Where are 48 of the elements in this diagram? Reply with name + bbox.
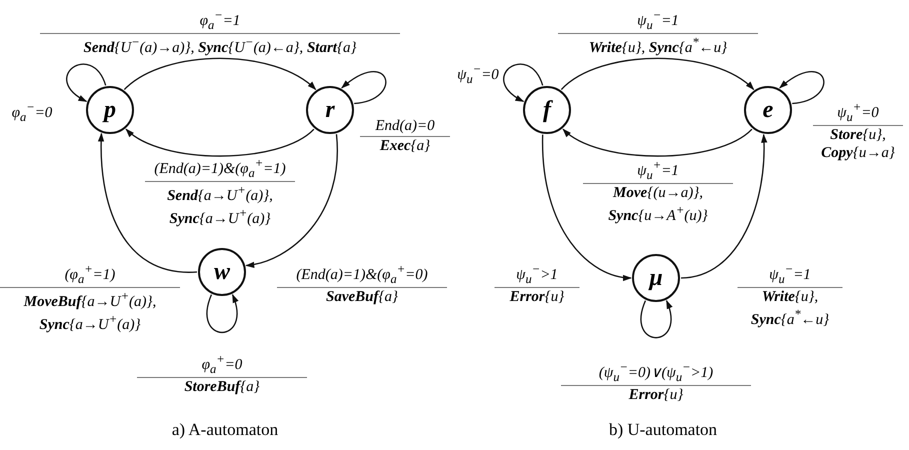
action-label: Exec{a}	[378, 137, 432, 156]
self-loop-arrow	[341, 71, 386, 104]
edge-label: ψ$_{u}$$^{+}$=1	[583, 158, 733, 184]
edge-label: ψ$_{u}$$^{−}$>1	[494, 262, 580, 288]
action-label: Send{U$^{−}$(a)→a)}, Sync{U$^{−}$(a)←a}, Start{a}	[82, 34, 358, 58]
edge-label: End(a)=0	[360, 118, 450, 138]
edge-label: ψ$_{u}$$^{−}$=1	[738, 262, 842, 288]
state-circle: e	[744, 86, 792, 134]
edge-label: ψ$_{u}$$^{+}$=0	[813, 100, 903, 126]
edge-label: φ$_{a}$$^{−}$=1	[40, 8, 400, 34]
state-circle: w	[198, 248, 246, 296]
self-loop-arrow	[503, 64, 544, 102]
state-circle: r	[306, 86, 354, 134]
edge-label: (End(a)=1)&(φ$_{a}$$^{+}$=0)	[277, 262, 447, 288]
action-label: SaveBuf{a}	[325, 288, 399, 307]
edge-label: (End(a)=1)&(φ$_{a}$$^{+}$=1)	[145, 156, 295, 182]
edge-label: φ$_{a}$$^{−}$=0	[10, 100, 54, 126]
edge-label: (φ$_{a}$$^{+}$=1)	[0, 262, 180, 288]
self-loop-arrow	[66, 64, 106, 102]
caption: b) U-automaton	[608, 420, 718, 440]
action-label: MoveBuf{a→U$^{+}$(a)}, Sync{a→U$^{+}$(a)}	[22, 288, 158, 334]
caption: a) A-automaton	[172, 420, 278, 440]
action-label: Store{u}, Copy{u→a}	[820, 126, 896, 162]
action-label: Write{u}, Sync{a$^{*}$←u}	[750, 288, 830, 329]
action-label: Error{u}	[628, 386, 684, 405]
transition-arrow	[562, 128, 752, 157]
transition-arrow	[680, 134, 767, 279]
state-circle: f	[523, 86, 571, 134]
transition-arrow	[98, 132, 197, 273]
self-loop-arrow	[640, 300, 672, 338]
transition-arrow	[542, 134, 632, 280]
state-circle: p	[86, 86, 134, 134]
edge-label: ψ$_{u}$$^{−}$=1	[558, 8, 758, 34]
self-loop-arrow	[206, 294, 238, 334]
edge-label: (ψ$_{u}$$^{−}$=0)∨(ψ$_{u}$$^{−}$>1)	[561, 360, 751, 386]
transition-arrow	[560, 58, 754, 90]
action-label: Send{a→U$^{+}$(a)}, Sync{a→U$^{+}$(a)}	[166, 182, 274, 228]
action-label: Write{u}, Sync{a$^{*}$←u}	[588, 34, 728, 58]
action-label: Error{u}	[508, 288, 566, 307]
transition-arrow	[125, 128, 314, 157]
self-loop-arrow	[779, 71, 824, 104]
action-label: StoreBuf{a}	[183, 378, 261, 397]
state-circle: μ	[632, 254, 680, 302]
edge-label: ψ$_{u}$$^{−}$=0	[456, 62, 500, 88]
transition-arrow	[124, 58, 316, 90]
edge-label: φ$_{a}$$^{+}$=0	[137, 352, 307, 378]
transition-arrow	[245, 134, 338, 268]
action-label: Move{(u→a)}, Sync{u→A$^{+}$(u)}	[607, 184, 709, 225]
